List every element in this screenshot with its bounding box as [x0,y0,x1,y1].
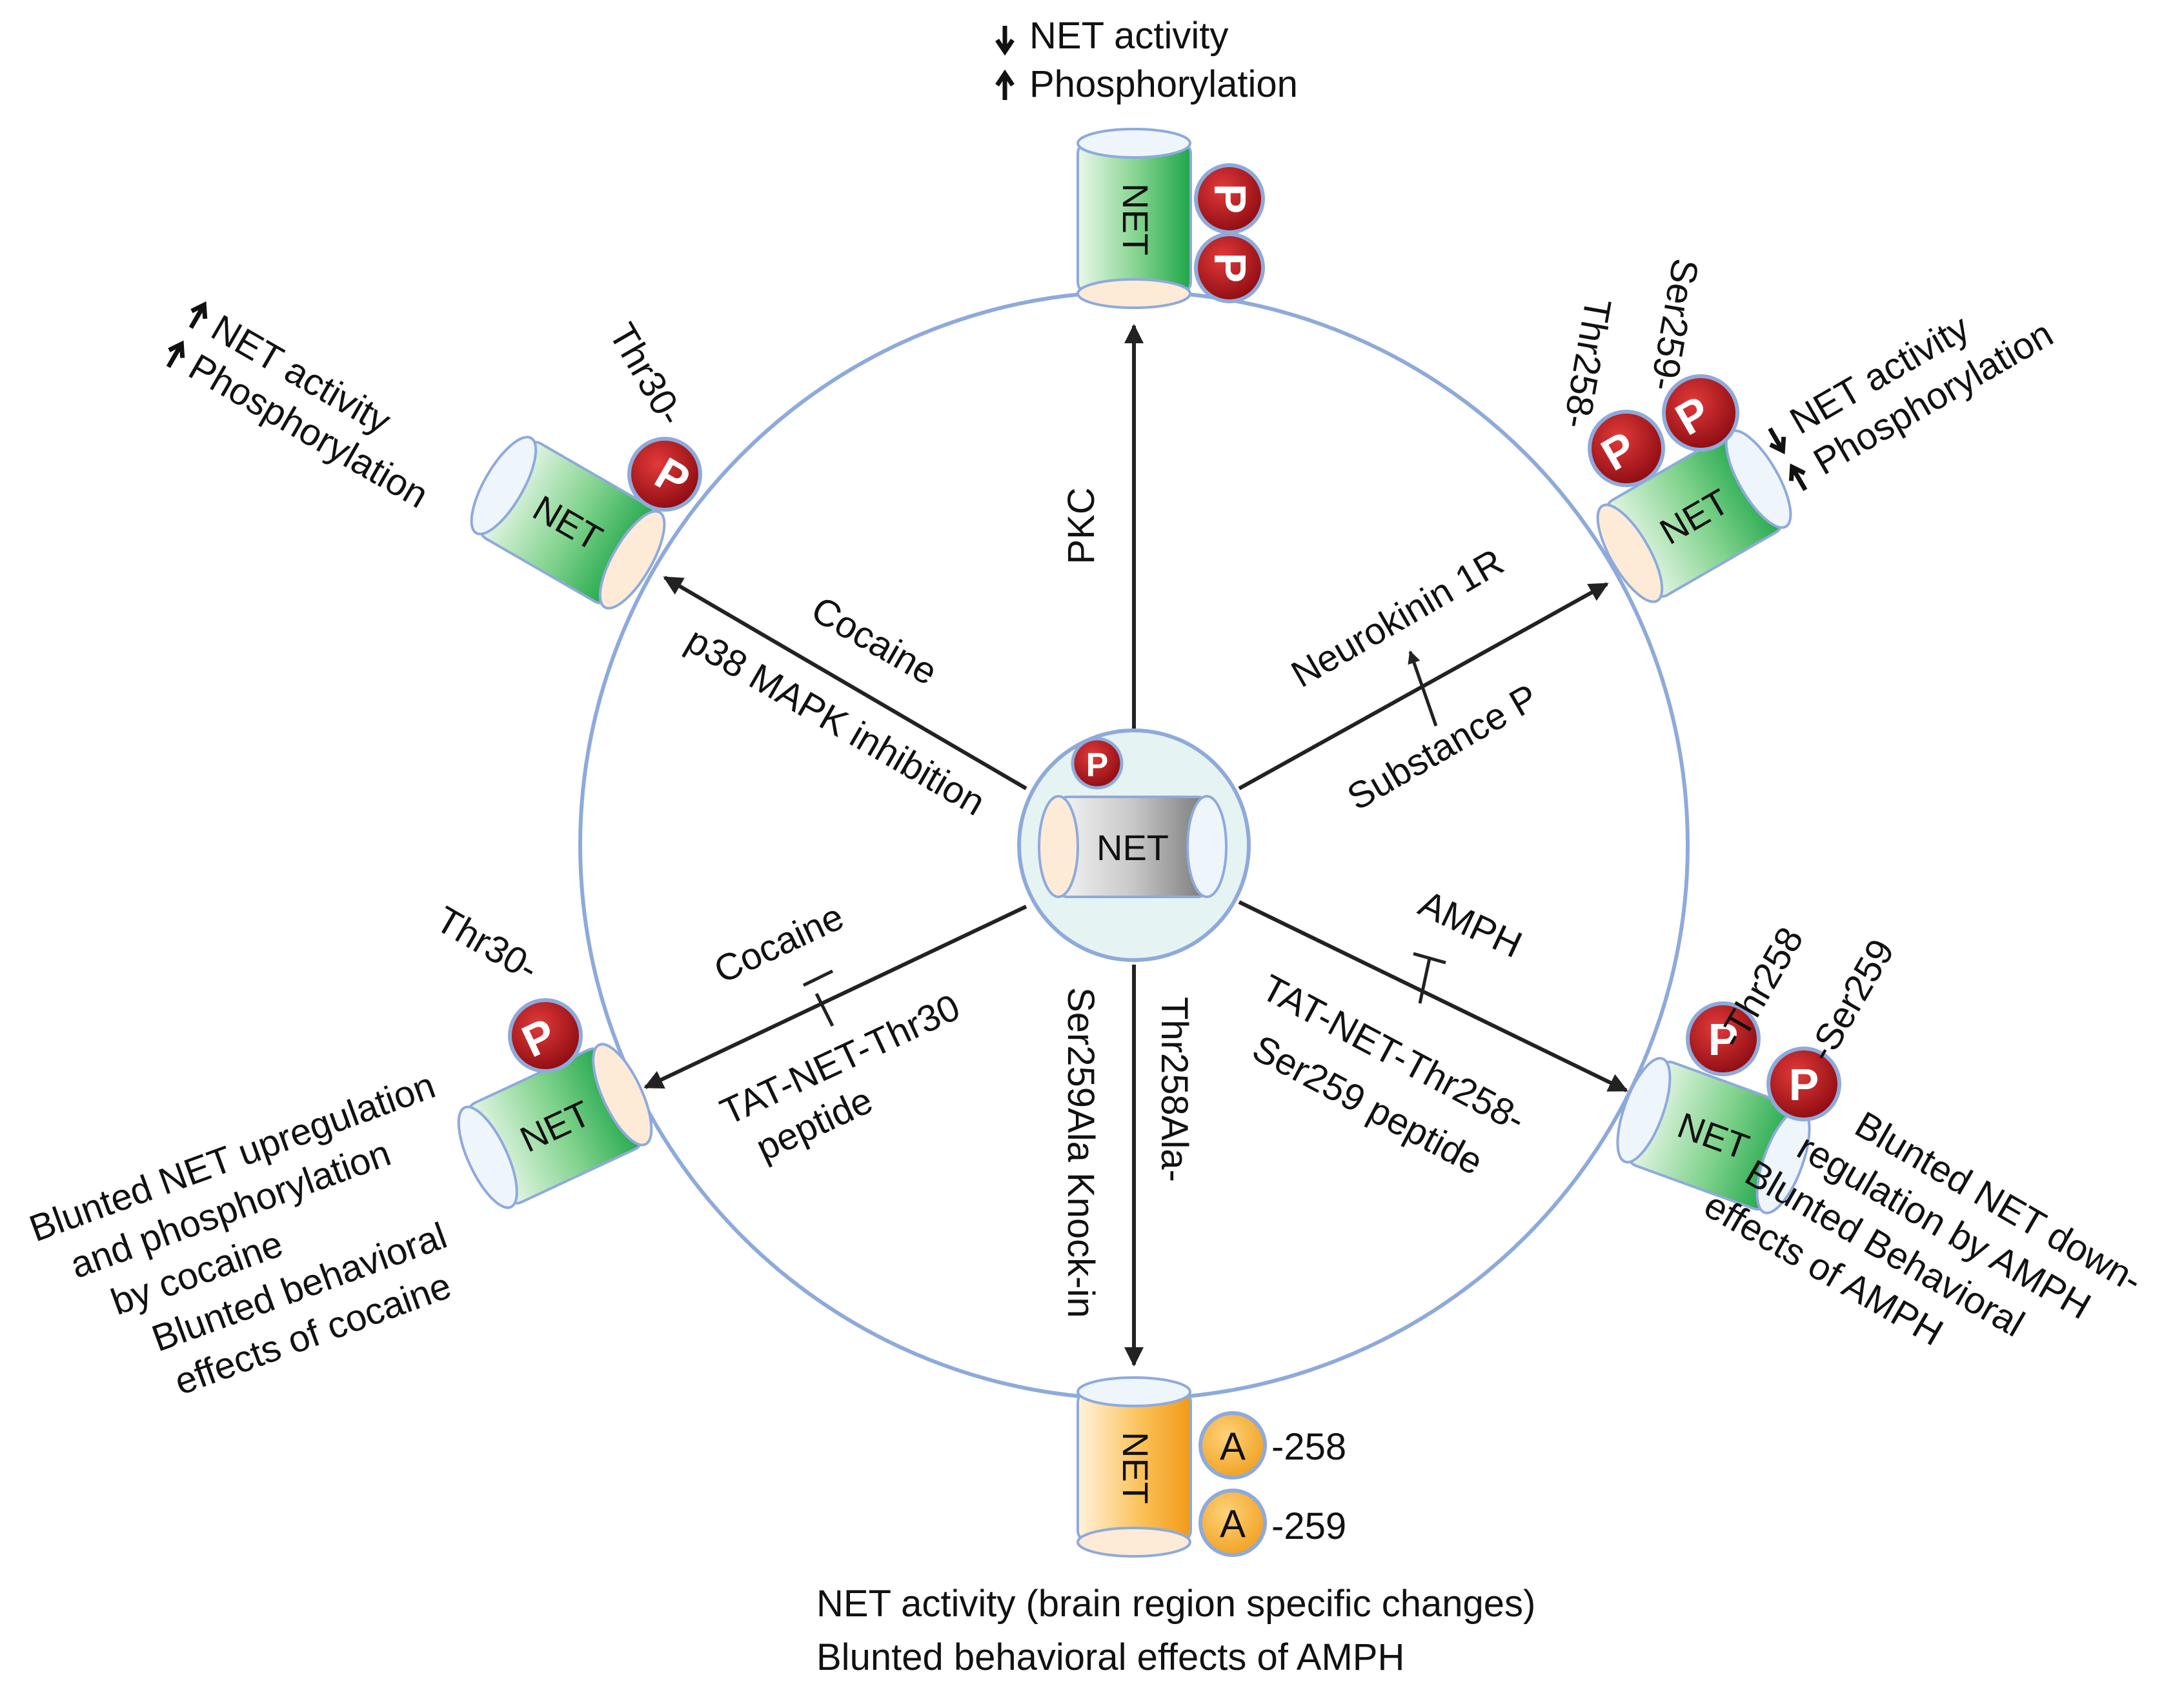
tat-thr258-phospho-2-label: P [1789,1059,1819,1110]
tat-thr258-site-1: -Thr258 [1710,920,1812,1054]
knockin-line2: Ser259Ala Knock-in [1060,987,1102,1318]
substance-p-effects: NET activity Phosphorylation [1768,306,2060,492]
p38-branch: Cocaine p38 MAPK inhibition NET P Thr30-… [166,301,992,824]
knockin-ala-259 [1198,1489,1267,1557]
knockin-ala-258-label: A [1220,1425,1246,1468]
p38-net: NET [470,436,666,610]
knockin-outcome-1: NET activity (brain region specific chan… [816,1583,1535,1625]
tat-thr258-net: NET [1616,1057,1811,1214]
p38-arrow [663,576,1027,790]
up-arrow-icon [166,340,185,368]
knockin-outcome-2: Blunted behavioral effects of AMPH [816,1636,1404,1678]
knockin-site-259: -259 [1271,1505,1346,1547]
tat-thr258-phospho-1 [1686,1001,1761,1076]
tat-thr30-site-label: Thr30- [429,898,545,990]
pkc-effect-2: Phosphorylation [1029,63,1298,105]
pkc-pathway-label: PKC [1060,487,1102,564]
up-arrow-icon [1788,463,1808,492]
knockin-line1: Thr258Ala- [1153,997,1195,1182]
ser259-phospho [1662,374,1739,452]
pkc-branch: PKC NET P P NET activity Phosphorylation [995,15,1298,565]
tat-thr258-site-2: -Ser259 [1799,932,1902,1069]
pkc-effect-1: NET activity [1029,15,1228,57]
knockin-net-label: NET [1115,1432,1156,1504]
ser259-site-label: Ser259- [1642,256,1706,394]
thr258-phospho [1588,410,1665,487]
pkc-phospho-2-label: P [1205,253,1255,283]
receptor-label: Neurokinin 1R [1284,541,1511,696]
tat-thr258-arrow [1238,900,1628,1092]
ligand-label: Substance P [1340,676,1545,819]
center-phospho-badge [1071,737,1124,790]
substance-p-branch: Neurokinin 1R Substance P NET P P Thr258… [1284,256,2060,818]
substance-p-arrow [1238,582,1609,790]
knockin-net: NET [1077,1376,1192,1558]
tat-thr30-outcomes: Blunted NET upregulation and phosphoryla… [24,1064,456,1403]
center-net-label: NET [1097,827,1169,868]
up-arrow-icon [188,301,208,329]
tat-thr30-net: NET [457,1043,653,1209]
tat-thr258-branch: AMPH TAT-NET-Thr258- Ser259 peptide NET … [1246,882,2149,1354]
down-arrow-icon [1768,427,1786,455]
center-net: NET P [1017,728,1251,962]
tat-thr30-drug-label: Cocaine [708,896,850,992]
down-arrow-icon [995,26,1015,56]
p38-site-label: Thr30- [601,316,693,432]
up-arrow-icon [995,69,1015,100]
knockin-ala-259-label: A [1220,1502,1246,1545]
tat-thr258-phospho-1-label: P [1708,1014,1739,1065]
center-phospho-label: P [1086,747,1109,784]
p38-pathway-bottom: p38 MAPK inhibition [679,619,992,823]
knockin-site-258: -258 [1271,1426,1346,1468]
knockin-branch: Thr258Ala- Ser259Ala Knock-in NET A A -2… [816,987,1535,1678]
tat-thr258-drug-label: AMPH [1413,882,1528,966]
p38-pathway-top: Cocaine [804,588,944,694]
p38-effects: NET activity Phosphorylation [166,301,436,516]
pkc-net-label: NET [1115,183,1156,256]
knockin-ala-258 [1198,1411,1267,1480]
p38-phospho [627,437,702,512]
thr258-site-label: Thr258- [1555,296,1619,432]
tat-thr30-arrow [643,905,1027,1089]
substance-p-net: NET [1596,429,1792,603]
pkc-phospho-2 [1194,232,1265,303]
pkc-phospho-1-label: P [1205,184,1255,214]
pkc-net: NET [1077,128,1192,309]
tat-thr30-phospho [508,998,583,1073]
tat-thr258-phospho-2 [1766,1047,1841,1121]
pkc-effects: NET activity Phosphorylation [995,15,1298,105]
